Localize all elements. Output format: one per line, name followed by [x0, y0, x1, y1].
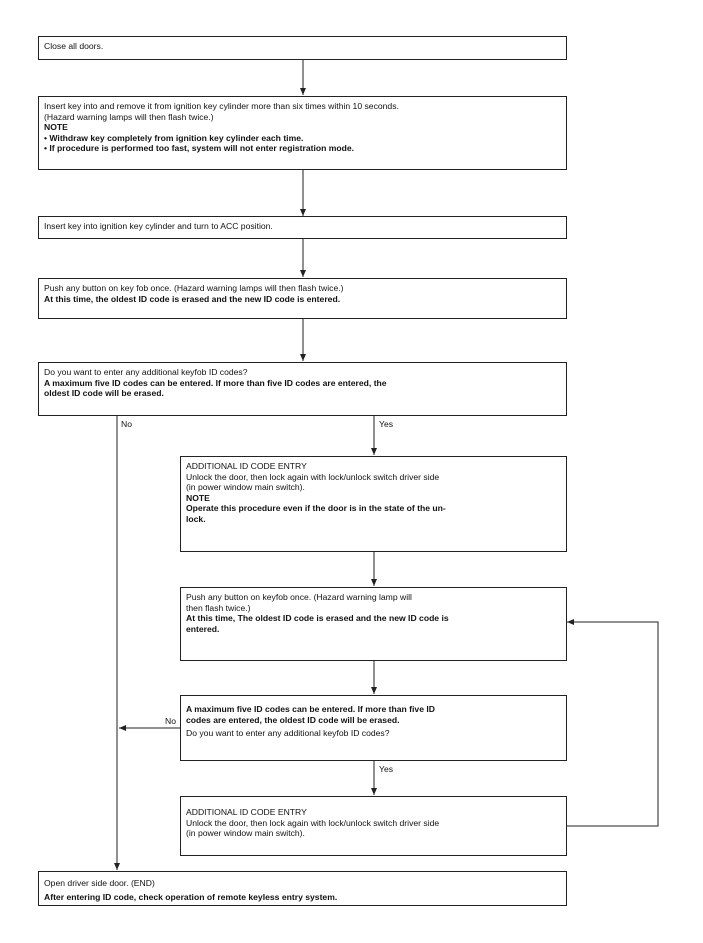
loop-back-line — [567, 619, 659, 827]
step-text-bold: After entering ID code, check operation … — [44, 891, 338, 902]
step-push-button-first: Push any button on key fob once. (Hazard… — [38, 278, 567, 319]
decision-additional-codes: Do you want to enter any additional keyf… — [38, 362, 567, 416]
step-text-bold: At this time, The oldest ID code is eras… — [186, 613, 449, 624]
note-text: lock. — [186, 513, 206, 524]
decision-additional-codes-2: A maximum five ID codes can be entered. … — [180, 695, 567, 761]
step-title: ADDITIONAL ID CODE ENTRY — [186, 807, 307, 817]
step-text: Do you want to enter any additional keyf… — [186, 728, 390, 739]
step-open-door-end: Open driver side door. (END) After enter… — [38, 871, 567, 906]
step-additional-entry-1: ADDITIONAL ID CODE ENTRY Unlock the door… — [180, 456, 567, 552]
branch-label-yes: Yes — [379, 419, 394, 429]
step-text: Insert key into ignition key cylinder an… — [44, 221, 273, 231]
step-text: Open driver side door. (END) — [44, 878, 155, 888]
note-text: • If procedure is performed too fast, sy… — [44, 143, 355, 154]
step-title: ADDITIONAL ID CODE ENTRY — [186, 461, 307, 471]
step-close-doors: Close all doors. — [38, 36, 567, 60]
step-text-bold: oldest ID code will be erased. — [44, 388, 164, 399]
step-text-bold: codes are entered, the oldest ID code wi… — [186, 714, 400, 725]
step-text: then flash twice.) — [186, 602, 251, 613]
step-additional-entry-2: ADDITIONAL ID CODE ENTRY Unlock the door… — [180, 796, 567, 856]
step-text: (Hazard warning lamps will then flash tw… — [44, 111, 214, 122]
step-text: (in power window main switch). — [186, 482, 305, 493]
note-heading: NOTE — [44, 122, 68, 133]
step-text: Unlock the door, then lock again with lo… — [186, 817, 440, 828]
step-text: Do you want to enter any additional keyf… — [44, 367, 248, 377]
branch-label-no: No — [121, 419, 132, 429]
step-insert-key-acc: Insert key into ignition key cylinder an… — [38, 216, 567, 239]
note-text: Operate this procedure even if the door … — [186, 503, 446, 514]
step-push-button-second: Push any button on keyfob once. (Hazard … — [180, 587, 567, 661]
step-text: (in power window main switch). — [186, 828, 305, 839]
step-text: Close all doors. — [44, 41, 104, 51]
step-text-bold: A maximum five ID codes can be entered. … — [44, 377, 387, 388]
branch-label-yes-2: Yes — [379, 764, 394, 774]
step-text-bold: entered. — [186, 623, 220, 634]
step-insert-remove-key: Insert key into and remove it from ignit… — [38, 96, 567, 170]
note-heading: NOTE — [186, 492, 210, 503]
step-text-bold: At this time, the oldest ID code is eras… — [44, 293, 341, 304]
step-text-bold: A maximum five ID codes can be entered. … — [186, 704, 435, 714]
step-text: Insert key into and remove it from ignit… — [44, 101, 399, 111]
step-text: Unlock the door, then lock again with lo… — [186, 471, 440, 482]
step-text: Push any button on keyfob once. (Hazard … — [186, 592, 412, 602]
branch-label-no-2: No — [165, 716, 176, 726]
step-text: Push any button on key fob once. (Hazard… — [44, 283, 344, 293]
note-text: • Withdraw key completely from ignition … — [44, 132, 304, 143]
